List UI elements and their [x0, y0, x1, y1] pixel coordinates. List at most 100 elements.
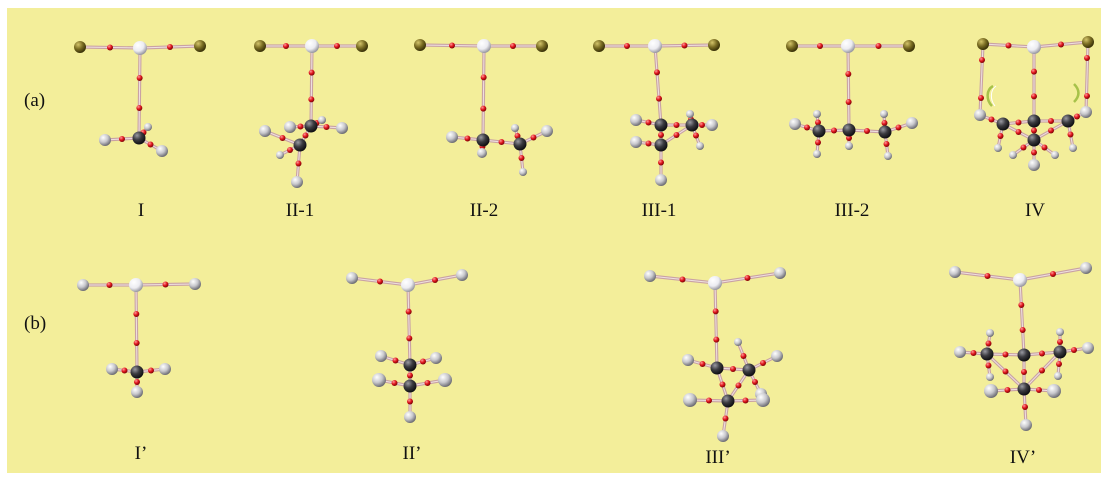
gray-atom — [630, 136, 642, 148]
shell-arrow-highlight — [990, 85, 997, 107]
olive-atom — [903, 40, 915, 52]
oxygen-atom — [283, 43, 289, 49]
oxygen-atom — [1002, 368, 1009, 375]
oxygen-atom — [392, 357, 399, 364]
gray-atom — [1082, 342, 1094, 354]
gray-atom — [159, 363, 171, 375]
oxygen-atom — [1041, 144, 1048, 151]
center-atom — [841, 39, 855, 53]
gray-atom — [655, 174, 667, 186]
oxygen-atom — [895, 124, 902, 131]
center-atom — [708, 276, 722, 290]
gray-atom — [259, 125, 271, 137]
oxygen-atom — [167, 44, 173, 50]
dark-atom — [1017, 348, 1031, 362]
oxygen-atom — [1056, 361, 1062, 367]
oxygen-atom — [119, 136, 125, 142]
gray-atom — [99, 134, 111, 146]
bond-highlight — [1019, 279, 1025, 356]
oxygen-atom — [760, 360, 766, 366]
gray-atom — [1047, 384, 1061, 398]
olive-atom — [708, 39, 720, 51]
dark-atom — [304, 119, 318, 133]
gray-atom — [789, 118, 801, 130]
oxygen-atom — [985, 340, 992, 347]
structure-label-II-1: II-1 — [285, 200, 315, 221]
oxygen-atom — [1036, 387, 1042, 393]
gray-atom — [771, 350, 783, 362]
structure-label-I-prime: I’ — [134, 443, 148, 464]
oxygen-atom — [845, 71, 852, 77]
oxygen-atom — [658, 159, 664, 166]
oxygen-atom — [722, 415, 729, 422]
oxygen-atom — [815, 139, 821, 146]
gray-atom — [519, 168, 527, 176]
gray-atom — [756, 393, 770, 407]
oxygen-atom — [970, 350, 977, 356]
dark-atom — [293, 138, 307, 152]
gray-atom — [1054, 372, 1062, 380]
dark-atom — [654, 118, 668, 132]
oxygen-atom — [984, 273, 991, 279]
oxygen-atom — [658, 132, 664, 138]
oxygen-atom — [148, 367, 154, 374]
figure-panel — [7, 8, 1101, 473]
oxygen-atom — [673, 132, 680, 138]
gray-atom — [994, 144, 1002, 152]
oxygen-atom — [295, 160, 302, 167]
oxygen-atom — [988, 116, 995, 123]
oxygen-atom — [420, 358, 426, 365]
gray-atom — [456, 269, 468, 281]
oxygen-atom — [1048, 118, 1054, 124]
oxygen-atom — [804, 124, 810, 131]
center-atom — [129, 278, 143, 292]
oxygen-atom — [752, 379, 758, 385]
dark-atom — [685, 118, 699, 132]
oxygen-atom — [133, 311, 140, 317]
oxygen-atom — [699, 122, 705, 128]
gray-atom — [284, 121, 296, 133]
gray-atom — [884, 152, 892, 160]
oxygen-atom — [679, 276, 686, 283]
oxygen-atom — [1067, 131, 1074, 138]
oxygen-atom — [1022, 404, 1028, 410]
oxygen-atom — [730, 366, 736, 372]
oxygen-atom — [405, 308, 412, 315]
oxygen-atom — [744, 275, 751, 281]
oxygen-atom — [997, 133, 1004, 139]
oxygen-atom — [1015, 119, 1022, 126]
oxygen-atom — [480, 105, 487, 112]
oxygen-atom — [107, 44, 113, 51]
gray-atom — [1080, 106, 1092, 118]
bond-highlight — [714, 282, 718, 369]
oxygen-atom — [656, 95, 662, 102]
dark-atom — [1053, 345, 1067, 359]
olive-atom — [977, 38, 989, 50]
oxygen-atom — [883, 141, 890, 147]
dark-atom — [996, 117, 1010, 131]
oxygen-atom — [134, 379, 140, 385]
gray-atom — [291, 176, 303, 188]
oxygen-atom — [480, 74, 487, 81]
gray-atom — [430, 352, 442, 364]
oxygen-atom — [1005, 42, 1012, 49]
gray-atom — [511, 124, 519, 132]
oxygen-atom — [742, 397, 749, 404]
oxygen-atom — [407, 398, 413, 405]
gray-atom — [346, 272, 358, 284]
gray-atom — [813, 110, 821, 118]
gray-atom — [734, 338, 742, 346]
oxygen-atom — [1031, 127, 1037, 134]
gray-atom — [1020, 419, 1032, 431]
oxygen-atom — [979, 57, 985, 63]
olive-atom — [1082, 36, 1094, 48]
dark-atom — [130, 365, 144, 379]
oxygen-atom — [1058, 41, 1064, 48]
oxygen-atom — [1050, 271, 1056, 277]
dark-atom — [812, 124, 826, 138]
oxygen-atom — [740, 353, 747, 359]
olive-atom — [74, 41, 86, 53]
gray-atom — [404, 411, 416, 423]
